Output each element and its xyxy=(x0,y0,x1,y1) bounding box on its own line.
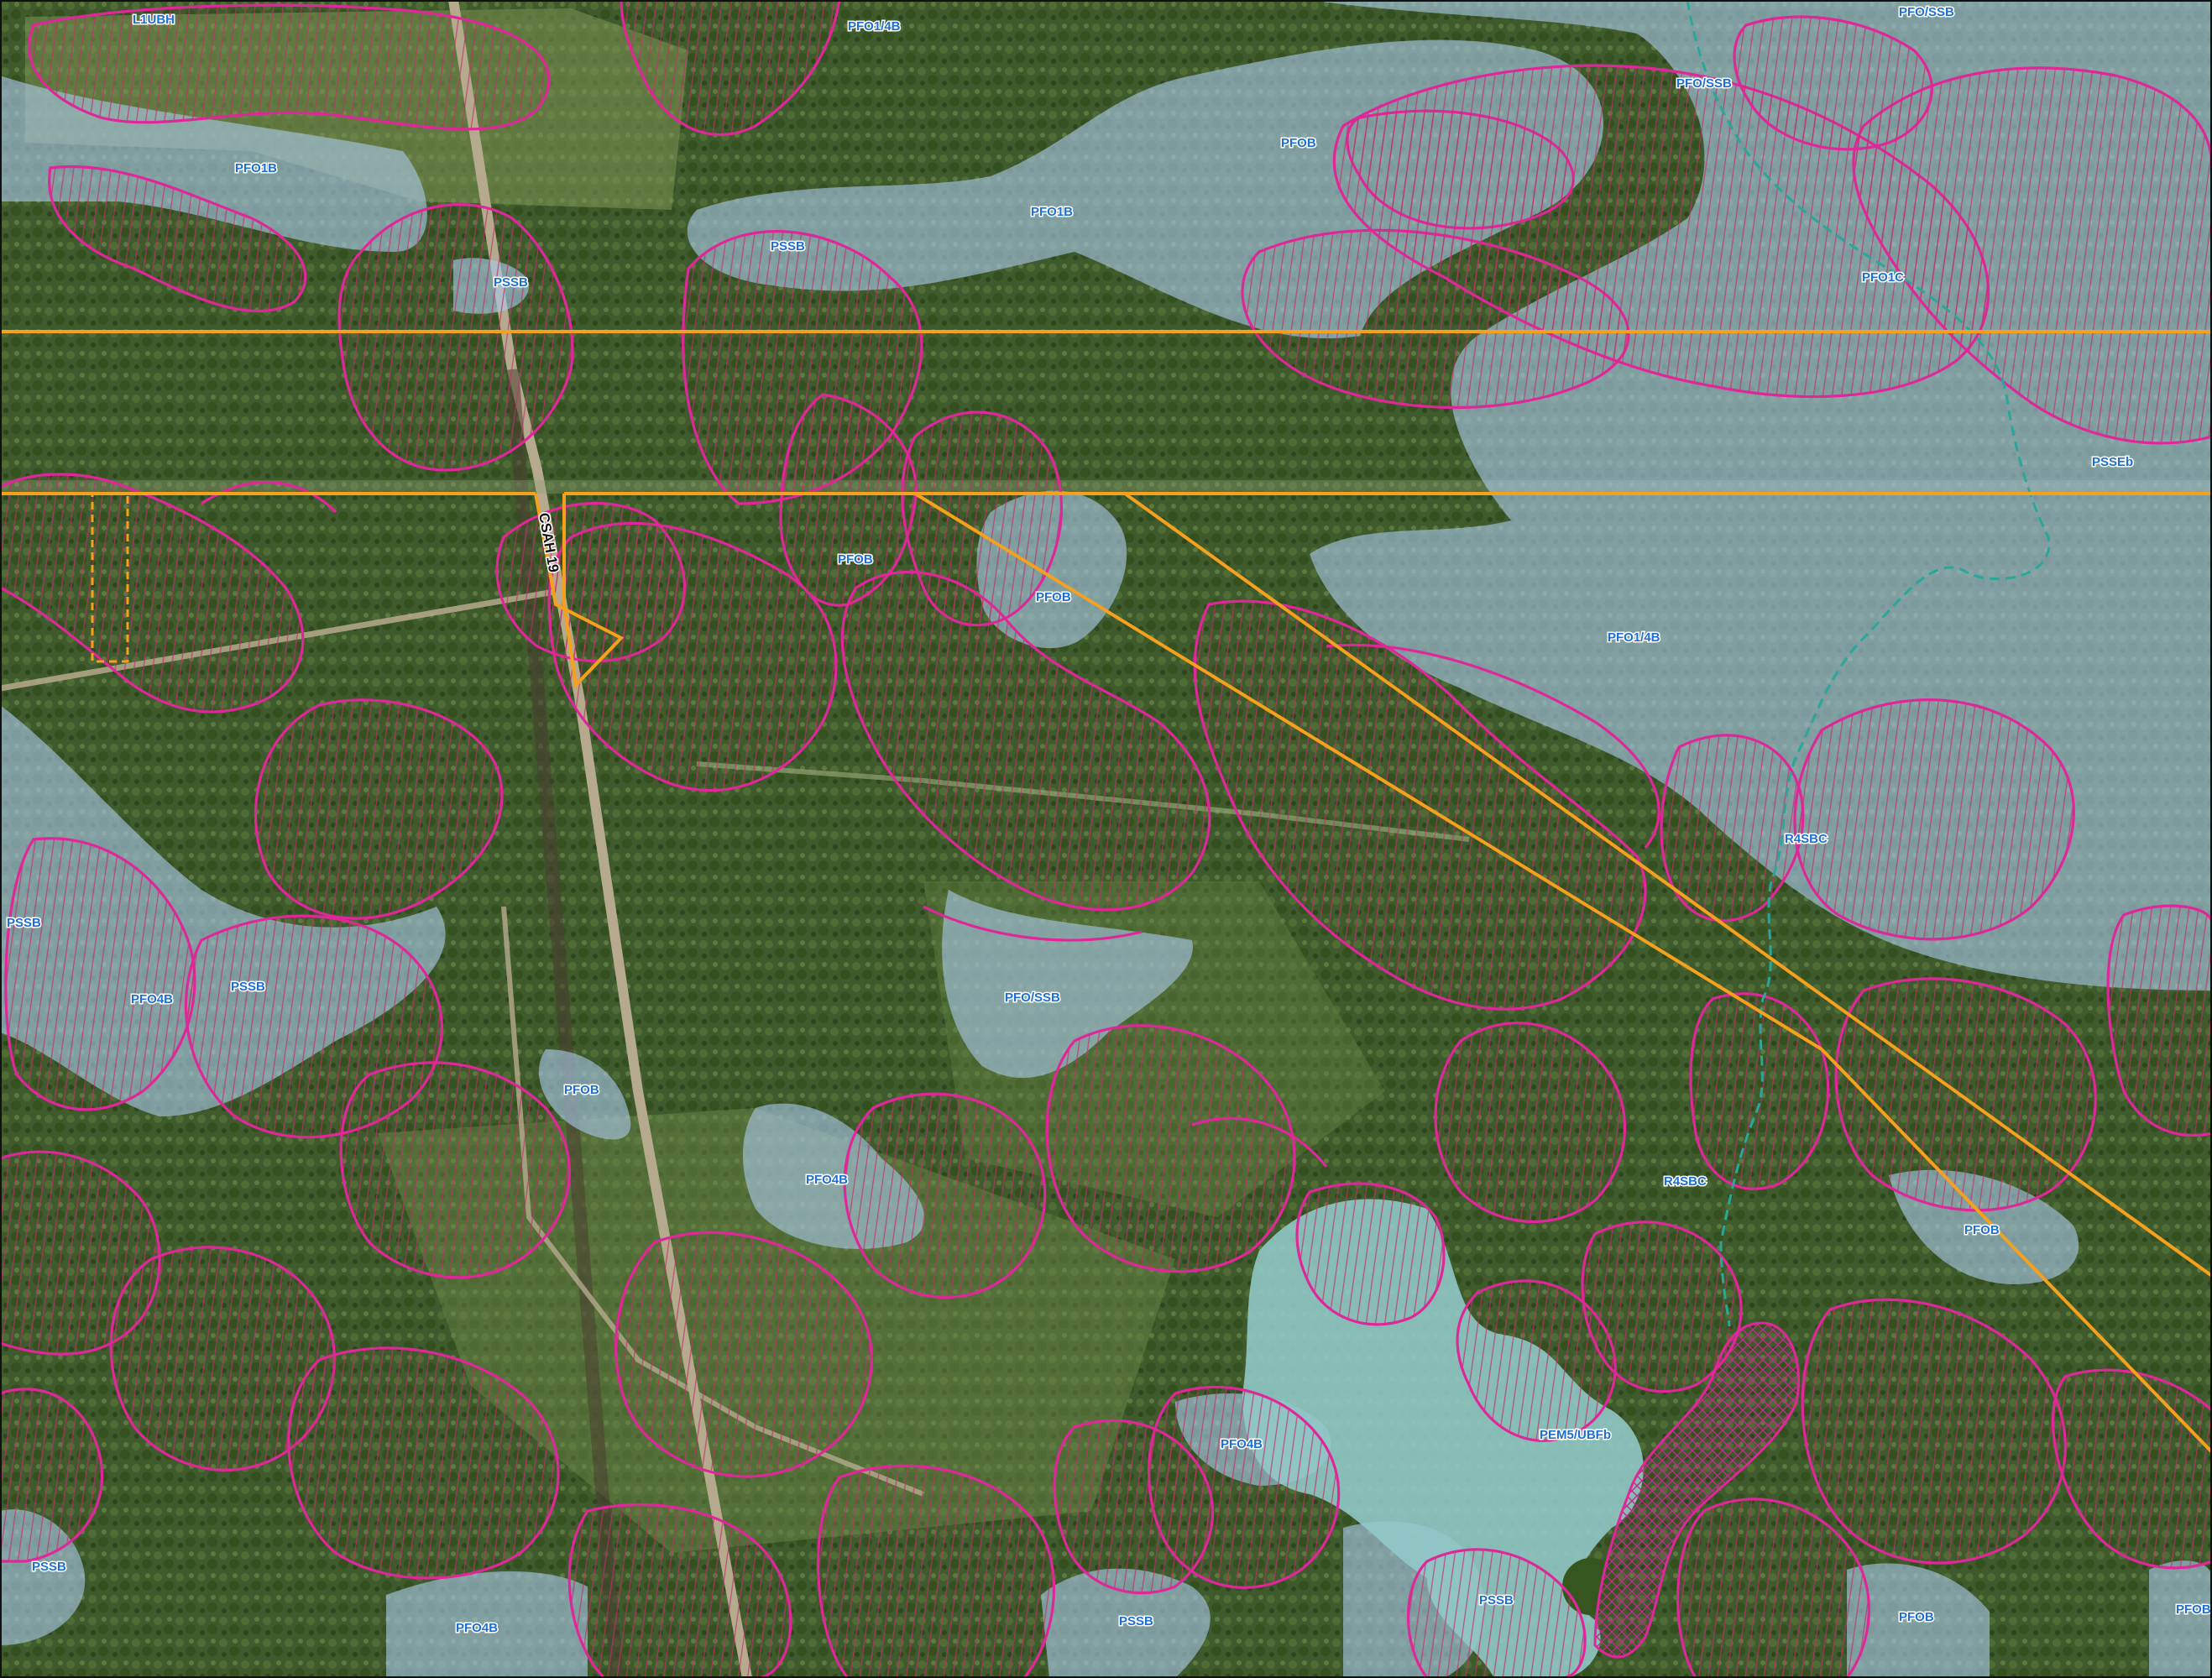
label-pfob-bottom-right: PFOB xyxy=(1899,1610,1934,1624)
stream-line xyxy=(1686,0,2051,1327)
label-pfob-mid2: PFOB xyxy=(1036,590,1071,604)
label-pfob-top: PFOB xyxy=(1281,136,1316,150)
label-pfo4b-mid: PFO4B xyxy=(806,1173,848,1187)
label-pssb-bottom-left: PSSB xyxy=(32,1560,66,1574)
label-pfo-ssb-mid: PFO/SSB xyxy=(1005,991,1060,1005)
label-pfo4b-left: PFO4B xyxy=(131,992,173,1006)
label-pem5-ubfb: PEM5/UBFb xyxy=(1540,1428,1611,1442)
label-pfob-mid1: PFOB xyxy=(838,552,873,567)
label-pfo-ssb-topright: PFO/SSB xyxy=(1899,5,1954,19)
label-pssb-left: PSSB xyxy=(7,916,41,930)
label-pfo-ssb-right: PFO/SSB xyxy=(1676,76,1732,91)
label-pfo1-4b-top: PFO1/4B xyxy=(848,19,901,34)
label-pssb-left2: PSSB xyxy=(231,980,265,994)
label-pssb-bottom-center: PSSB xyxy=(1119,1614,1153,1628)
label-pssb-center-top: PSSB xyxy=(771,239,805,254)
map-labels: CSAH 19 L1UBH PFO1/4B PFO/SSB PFO/SSB PF… xyxy=(6,4,2212,1637)
label-pfob-edge: PFOB xyxy=(2176,1602,2211,1617)
label-r4sbc-top: R4SBC xyxy=(1785,832,1828,846)
label-pfo1-4b-right: PFO1/4B xyxy=(1608,630,1660,645)
label-pfo4b-bottom-left: PFO4B xyxy=(456,1621,498,1635)
label-pfob-right: PFOB xyxy=(1964,1223,2000,1237)
label-pssb-road: PSSB xyxy=(494,275,528,290)
label-r4sbc-bottom: R4SBC xyxy=(1664,1174,1707,1189)
label-pfo1b-center: PFO1B xyxy=(1031,205,1073,219)
label-pfo1c: PFO1C xyxy=(1862,270,1904,285)
label-pssb-bottom: PSSB xyxy=(1479,1593,1514,1607)
label-l1ubh: L1UBH xyxy=(133,13,175,27)
label-pfob-lower: PFOB xyxy=(564,1083,599,1097)
label-pssbe: PSSEb xyxy=(2092,455,2133,469)
project-corridor xyxy=(0,330,2212,1454)
label-pfo1b-left: PFO1B xyxy=(235,161,277,175)
label-pfo4b-bottom: PFO4B xyxy=(1221,1437,1263,1451)
